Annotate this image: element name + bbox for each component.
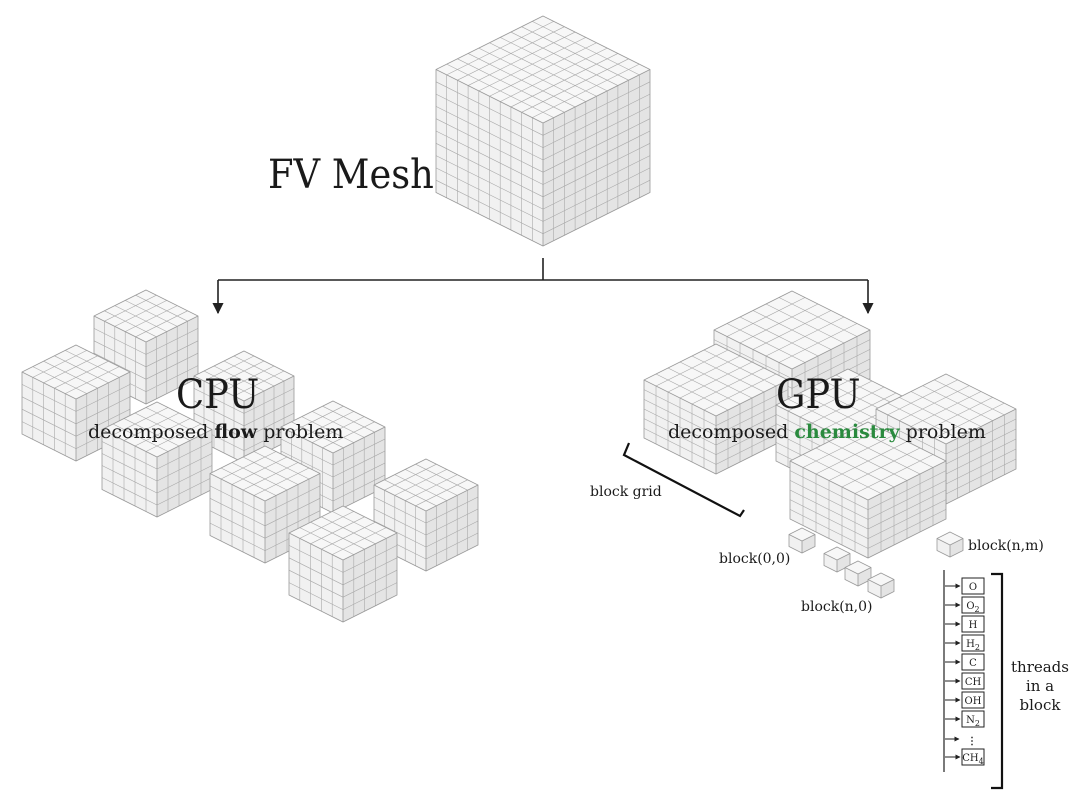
thread-slot-2: O2 xyxy=(945,596,985,614)
gpu-caption-before: decomposed xyxy=(668,421,795,443)
species-box xyxy=(961,672,985,690)
species-label: H2 xyxy=(966,639,980,652)
cpu-caption: decomposed flow problem xyxy=(88,421,343,443)
species-box xyxy=(961,596,985,614)
gpu-caption-emphasis: chemistry xyxy=(794,421,900,443)
thread-slot-3: H xyxy=(945,615,985,633)
cpu-caption-after: problem xyxy=(257,421,344,443)
thread-slot-10: CH4 xyxy=(945,748,985,766)
species-label: C xyxy=(969,658,977,669)
tree-connectors xyxy=(212,258,874,315)
species-label: O xyxy=(969,582,977,593)
fv-mesh-cube xyxy=(435,15,651,247)
species-label: H xyxy=(969,620,978,631)
thread-slot-6: CH xyxy=(945,672,985,690)
block-grid-bracket xyxy=(622,442,745,518)
species-box xyxy=(961,615,985,633)
annotation-layer xyxy=(622,442,1004,790)
species-box xyxy=(961,710,985,728)
species-label: OH xyxy=(965,696,982,707)
single-block-5 xyxy=(936,531,964,558)
thread-slot-1: O xyxy=(945,577,985,595)
block-row-end-label: block(n,0) xyxy=(801,599,873,615)
gpu-caption: decomposed chemistry problem xyxy=(668,421,986,443)
single-block-3 xyxy=(844,560,872,587)
bracket-icon xyxy=(991,572,1004,790)
species-label: CH4 xyxy=(962,753,983,766)
fv-mesh-title: FV Mesh xyxy=(268,152,434,198)
species-label: O2 xyxy=(966,601,979,614)
thread-slot-4: H2 xyxy=(945,634,985,652)
block-last-label: block(n,m) xyxy=(968,538,1044,554)
cpu-subdomain-8 xyxy=(288,505,398,623)
block-first-label: block(0,0) xyxy=(719,551,791,567)
single-block-4 xyxy=(867,572,895,599)
single-block-2 xyxy=(823,546,851,573)
gpu-block-2 xyxy=(643,343,789,475)
thread-slot-8: N2 xyxy=(945,710,985,728)
cube-layer xyxy=(21,15,1017,623)
thread-slot-5: C xyxy=(945,653,985,671)
cpu-caption-before: decomposed xyxy=(88,421,215,443)
species-box xyxy=(961,634,985,652)
species-label: CH xyxy=(965,677,982,688)
cpu-subdomain-4 xyxy=(101,401,213,518)
thread-slot-9: ⋮ xyxy=(945,736,977,747)
gpu-block-5 xyxy=(789,421,947,559)
cpu-caption-emphasis: flow xyxy=(214,421,258,443)
gpu-caption-after: problem xyxy=(899,421,986,443)
species-box xyxy=(961,577,985,595)
single-block-1 xyxy=(788,527,816,554)
thread-slot-7: OH xyxy=(945,691,985,709)
cpu-subdomain-3 xyxy=(193,350,295,464)
gpu-heading: GPU xyxy=(776,372,861,418)
species-box xyxy=(961,748,985,766)
cpu-heading: CPU xyxy=(176,372,260,418)
thread-species-list: O O2H H2C CH OH N2 ⋮ CH4 xyxy=(945,577,985,766)
block-grid-label: block grid xyxy=(590,484,662,500)
thread-ellipsis: ⋮ xyxy=(967,736,977,747)
species-box xyxy=(961,653,985,671)
cpu-subdomain-6 xyxy=(209,445,321,564)
species-label: N2 xyxy=(966,715,980,728)
threads-label: threads in a block xyxy=(1011,658,1069,714)
species-box xyxy=(961,691,985,709)
